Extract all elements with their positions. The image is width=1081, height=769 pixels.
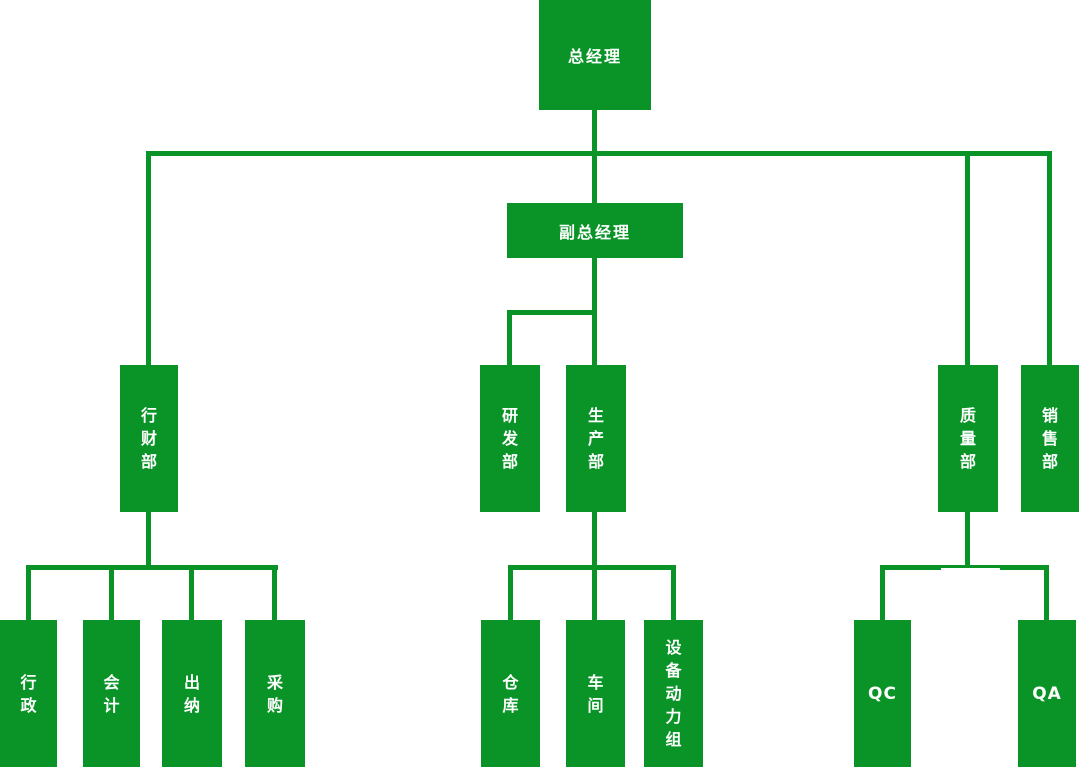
node-label: 总经理 bbox=[567, 47, 622, 66]
connector-to-cashier bbox=[189, 565, 194, 620]
node-finance-admin-dept: 行 财 部 bbox=[120, 365, 178, 512]
node-label: 出 纳 bbox=[183, 672, 200, 715]
node-label: 仓 库 bbox=[502, 672, 519, 715]
connector-to-qa bbox=[1044, 565, 1049, 620]
connector-left-horizontal-bar bbox=[26, 565, 278, 570]
node-label: 行 财 部 bbox=[140, 406, 157, 471]
node-label: 会 计 bbox=[103, 672, 120, 715]
connector-to-sales-dept bbox=[1047, 151, 1052, 365]
node-general-manager: 总经理 bbox=[539, 0, 651, 110]
node-accounting: 会 计 bbox=[83, 620, 140, 767]
node-equipment-power-group: 设 备 动 力 组 bbox=[644, 620, 703, 767]
connector-gap-artifact bbox=[941, 568, 1000, 575]
connector-to-warehouse bbox=[508, 565, 513, 620]
connector-right-horizontal-bar bbox=[880, 565, 1049, 570]
connector-to-accounting bbox=[109, 565, 114, 620]
node-label: 生 产 部 bbox=[587, 406, 604, 471]
connector-to-qc bbox=[880, 565, 885, 620]
connector-to-workshop bbox=[592, 565, 597, 620]
node-cashier: 出 纳 bbox=[162, 620, 222, 767]
node-label: 质 量 部 bbox=[959, 406, 976, 471]
connector-production-down bbox=[592, 512, 597, 570]
node-qc: QC bbox=[854, 620, 911, 767]
connector-gm-to-dgm bbox=[592, 110, 597, 203]
node-label: QC bbox=[868, 683, 897, 704]
connector-quality-down bbox=[965, 512, 970, 570]
connector-to-procurement bbox=[272, 565, 277, 620]
connector-finance-admin-down bbox=[146, 512, 151, 570]
node-label: QA bbox=[1032, 683, 1062, 704]
connector-dgm-branch-horizontal bbox=[507, 310, 597, 315]
node-qa: QA bbox=[1018, 620, 1076, 767]
node-production-dept: 生 产 部 bbox=[566, 365, 626, 512]
node-warehouse: 仓 库 bbox=[481, 620, 540, 767]
node-rd-dept: 研 发 部 bbox=[480, 365, 540, 512]
connector-to-admin bbox=[26, 565, 31, 620]
node-workshop: 车 间 bbox=[566, 620, 625, 767]
node-label: 副总经理 bbox=[558, 222, 631, 242]
node-procurement: 采 购 bbox=[245, 620, 305, 767]
connector-to-equipment-power-group bbox=[671, 565, 676, 620]
connector-to-rd-dept bbox=[507, 310, 512, 365]
node-quality-dept: 质 量 部 bbox=[938, 365, 998, 512]
connector-top-horizontal-bar bbox=[146, 151, 1052, 156]
connector-to-quality-dept bbox=[965, 151, 970, 365]
node-label: 行 政 bbox=[20, 672, 37, 715]
connector-to-finance-admin-dept bbox=[146, 151, 151, 365]
node-label: 采 购 bbox=[266, 672, 283, 715]
node-label: 设 备 动 力 组 bbox=[665, 638, 682, 749]
node-label: 研 发 部 bbox=[501, 406, 518, 471]
node-sales-dept: 销 售 部 bbox=[1021, 365, 1079, 512]
node-admin: 行 政 bbox=[0, 620, 57, 767]
node-deputy-general-manager: 副总经理 bbox=[507, 203, 683, 258]
node-label: 车 间 bbox=[587, 672, 604, 715]
node-label: 销 售 部 bbox=[1041, 406, 1058, 471]
